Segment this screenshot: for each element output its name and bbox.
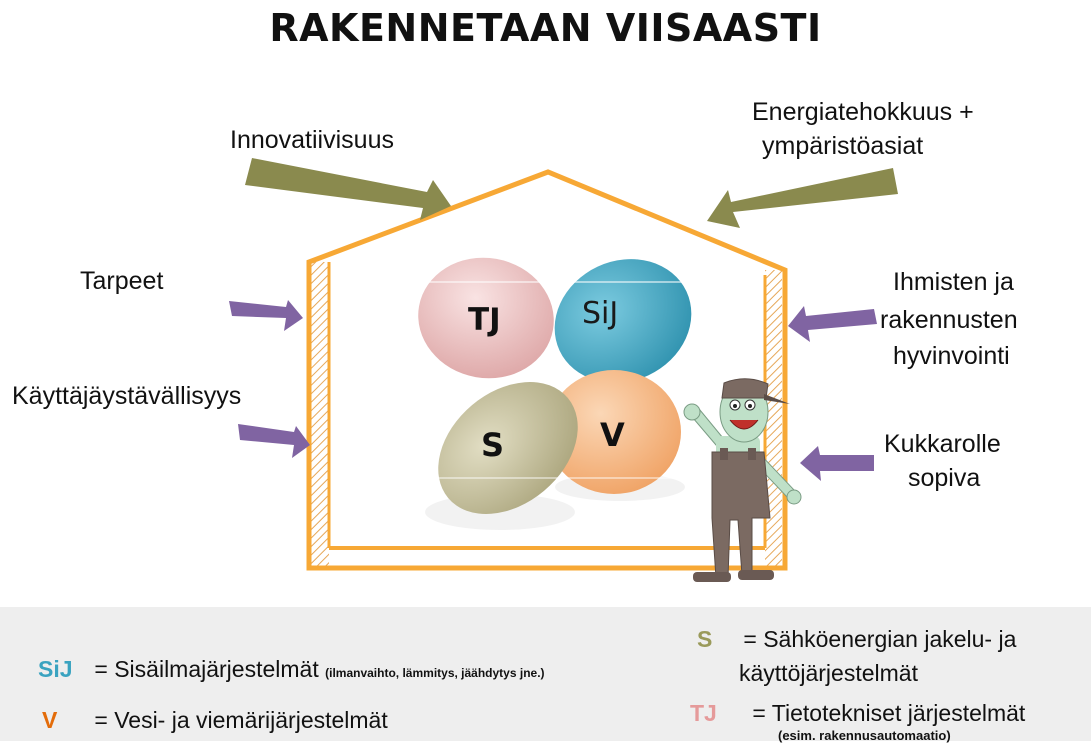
- tj-blob-label: TJ: [468, 302, 501, 338]
- kukkaro-arrow: [800, 446, 874, 481]
- house-outline: [306, 169, 788, 571]
- legend-tj-code: TJ: [690, 700, 717, 726]
- legend-tj: TJ = Tietotekniset järjestelmät: [690, 700, 1025, 727]
- sij-blob-label: SiJ: [582, 296, 619, 331]
- legend-sij-note: (ilmanvaihto, lämmitys, jäähdytys jne.): [325, 666, 545, 680]
- sij-blob: [554, 259, 692, 383]
- legend-sij: SiJ = Sisäilmajärjestelmät (ilmanvaihto,…: [38, 656, 545, 683]
- left-wall-insulation: [309, 262, 329, 568]
- legend-panel: [0, 607, 1091, 741]
- tj-blob: [418, 257, 554, 379]
- legend-tj-note: (esim. rakennusautomaatio): [778, 728, 951, 743]
- legend-sij-code: SiJ: [38, 656, 73, 682]
- wellbeing-arrow: [788, 306, 877, 342]
- energy-label-line1: Energiatehokkuus +: [752, 98, 974, 126]
- usability-arrow: [238, 424, 310, 458]
- needs-arrow: [229, 300, 303, 331]
- wellbeing-label-line1: Ihmisten ja: [893, 268, 1014, 296]
- v-blob: [547, 370, 681, 494]
- workman-figure: [683, 378, 802, 582]
- legend-s: S = Sähköenergian jakelu- ja: [697, 626, 1016, 653]
- legend-tj-text: = Tietotekniset järjestelmät: [752, 700, 1026, 726]
- innovation-arrow: [245, 158, 451, 220]
- legend-v-text: = Vesi- ja viemärijärjestelmät: [94, 707, 388, 733]
- v-blob-label: V: [600, 416, 625, 454]
- wellbeing-label-line2: rakennusten: [880, 306, 1018, 334]
- legend-s-code: S: [697, 626, 713, 652]
- page-title: RAKENNETAAN VIISAASTI: [269, 6, 822, 50]
- energy-label-line2: ympäristöasiat: [762, 132, 924, 160]
- legend-s-line2: käyttöjärjestelmät: [739, 660, 918, 686]
- s-blob-label: S: [481, 426, 505, 464]
- needs-label: Tarpeet: [80, 267, 164, 295]
- energy-arrow: [707, 168, 898, 228]
- legend-sij-text: = Sisäilmajärjestelmät: [94, 656, 319, 682]
- legend-v: V = Vesi- ja viemärijärjestelmät: [42, 707, 388, 734]
- kukkaro-label-line1: Kukkarolle: [884, 430, 1001, 458]
- right-wall-insulation: [765, 270, 782, 570]
- innovation-label: Innovatiivisuus: [230, 126, 394, 154]
- legend-v-code: V: [42, 707, 58, 733]
- kukkaro-label-line2: sopiva: [908, 464, 981, 492]
- legend-s-text-line1: = Sähköenergian jakelu- ja: [743, 626, 1017, 652]
- wellbeing-label-line3: hyvinvointi: [893, 342, 1010, 370]
- s-blob: [438, 382, 578, 514]
- usability-label: Käyttäjäystävällisyys: [12, 382, 242, 410]
